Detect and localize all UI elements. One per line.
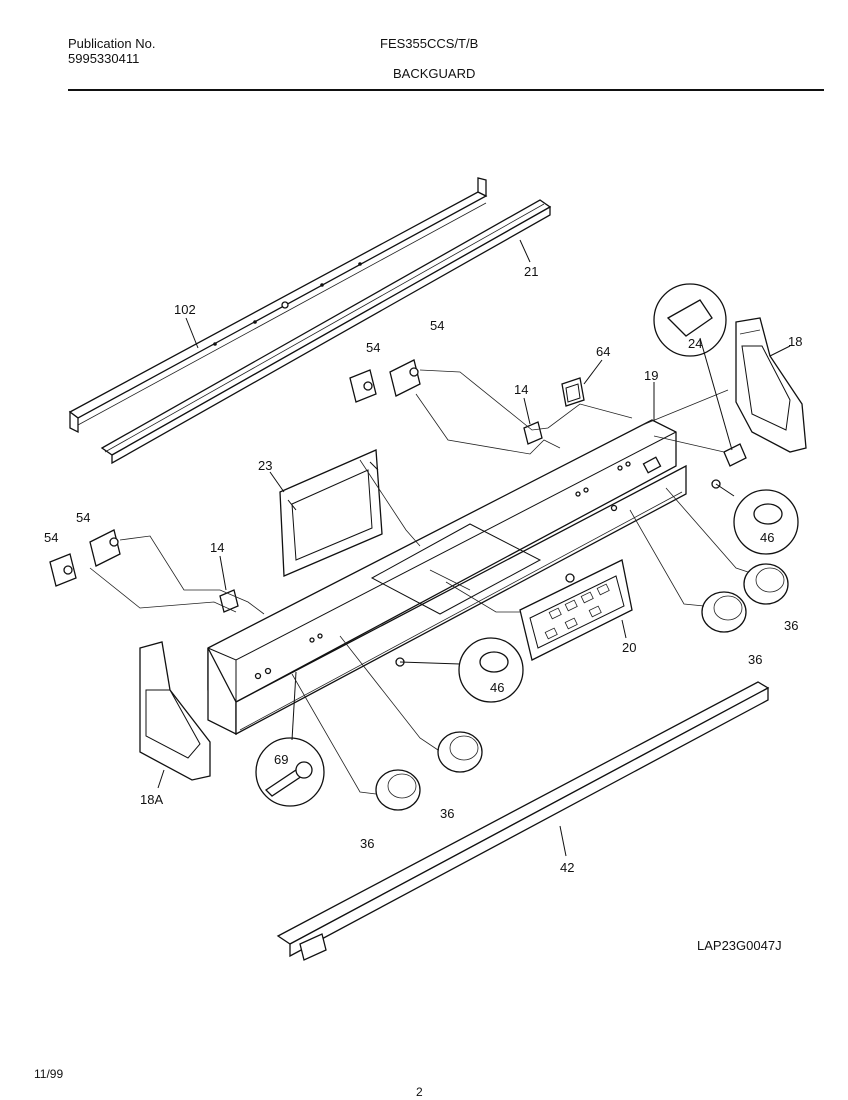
- part-54-switch-a: [349, 369, 377, 403]
- part-46-knob-detail-left: [395, 637, 524, 703]
- publication-number: 5995330411: [68, 51, 140, 66]
- callout-14-a: 14: [514, 382, 528, 397]
- callout-54-b: 54: [430, 318, 444, 333]
- callout-46-b: 46: [490, 680, 504, 695]
- page-number: 2: [416, 1085, 423, 1099]
- part-36-knob-b: [701, 591, 747, 633]
- callout-36-c: 36: [440, 806, 454, 821]
- callout-64: 64: [596, 344, 610, 359]
- section-title: BACKGUARD: [393, 66, 476, 81]
- callout-18A: 18A: [140, 792, 163, 807]
- part-24-signal-light: [653, 283, 747, 467]
- part-21-channel: [100, 199, 552, 465]
- callout-24: 24: [688, 336, 702, 351]
- part-18-right-endcap: [735, 317, 807, 453]
- callout-102: 102: [174, 302, 196, 317]
- part-36-knob-c: [437, 731, 483, 773]
- publication-label: Publication No.: [68, 36, 156, 51]
- wiring-leaders: [89, 369, 749, 795]
- callout-14-b: 14: [210, 540, 224, 555]
- part-18A-left-endcap: [139, 641, 211, 781]
- callout-23: 23: [258, 458, 272, 473]
- revision-date: 11/99: [34, 1067, 64, 1081]
- callout-18: 18: [788, 334, 802, 349]
- part-54-switch-c: [49, 553, 77, 587]
- part-20-clock-timer: [519, 559, 633, 661]
- part-36-knob-d: [375, 769, 421, 811]
- part-23-window-bracket: [279, 449, 383, 577]
- callout-42: 42: [560, 860, 574, 875]
- part-46-knob-detail-right: [711, 479, 799, 555]
- callout-20: 20: [622, 640, 636, 655]
- backguard-panel: [207, 419, 687, 736]
- callout-36-a: 36: [784, 618, 798, 633]
- part-36-knob-a: [743, 563, 789, 605]
- part-69-screw-detail: [255, 671, 325, 807]
- callout-21: 21: [524, 264, 538, 279]
- callout-leaders: [157, 239, 791, 857]
- callout-69: 69: [274, 752, 288, 767]
- callout-46-a: 46: [760, 530, 774, 545]
- callout-54-a: 54: [366, 340, 380, 355]
- callout-36-b: 36: [748, 652, 762, 667]
- part-54-switch-d: [89, 529, 121, 567]
- callout-54-d: 54: [76, 510, 90, 525]
- callout-19: 19: [644, 368, 658, 383]
- part-42-front-trim: [276, 681, 770, 961]
- model-number: FES355CCS/T/B: [380, 36, 479, 51]
- callout-54-c: 54: [44, 530, 58, 545]
- part-64-lens: [561, 377, 585, 407]
- callout-36-d: 36: [360, 836, 374, 851]
- header-divider: [68, 89, 824, 91]
- drawing-code: LAP23G0047J: [697, 938, 782, 953]
- part-102-rear-trim: [68, 177, 488, 434]
- part-54-switch-b: [389, 359, 421, 397]
